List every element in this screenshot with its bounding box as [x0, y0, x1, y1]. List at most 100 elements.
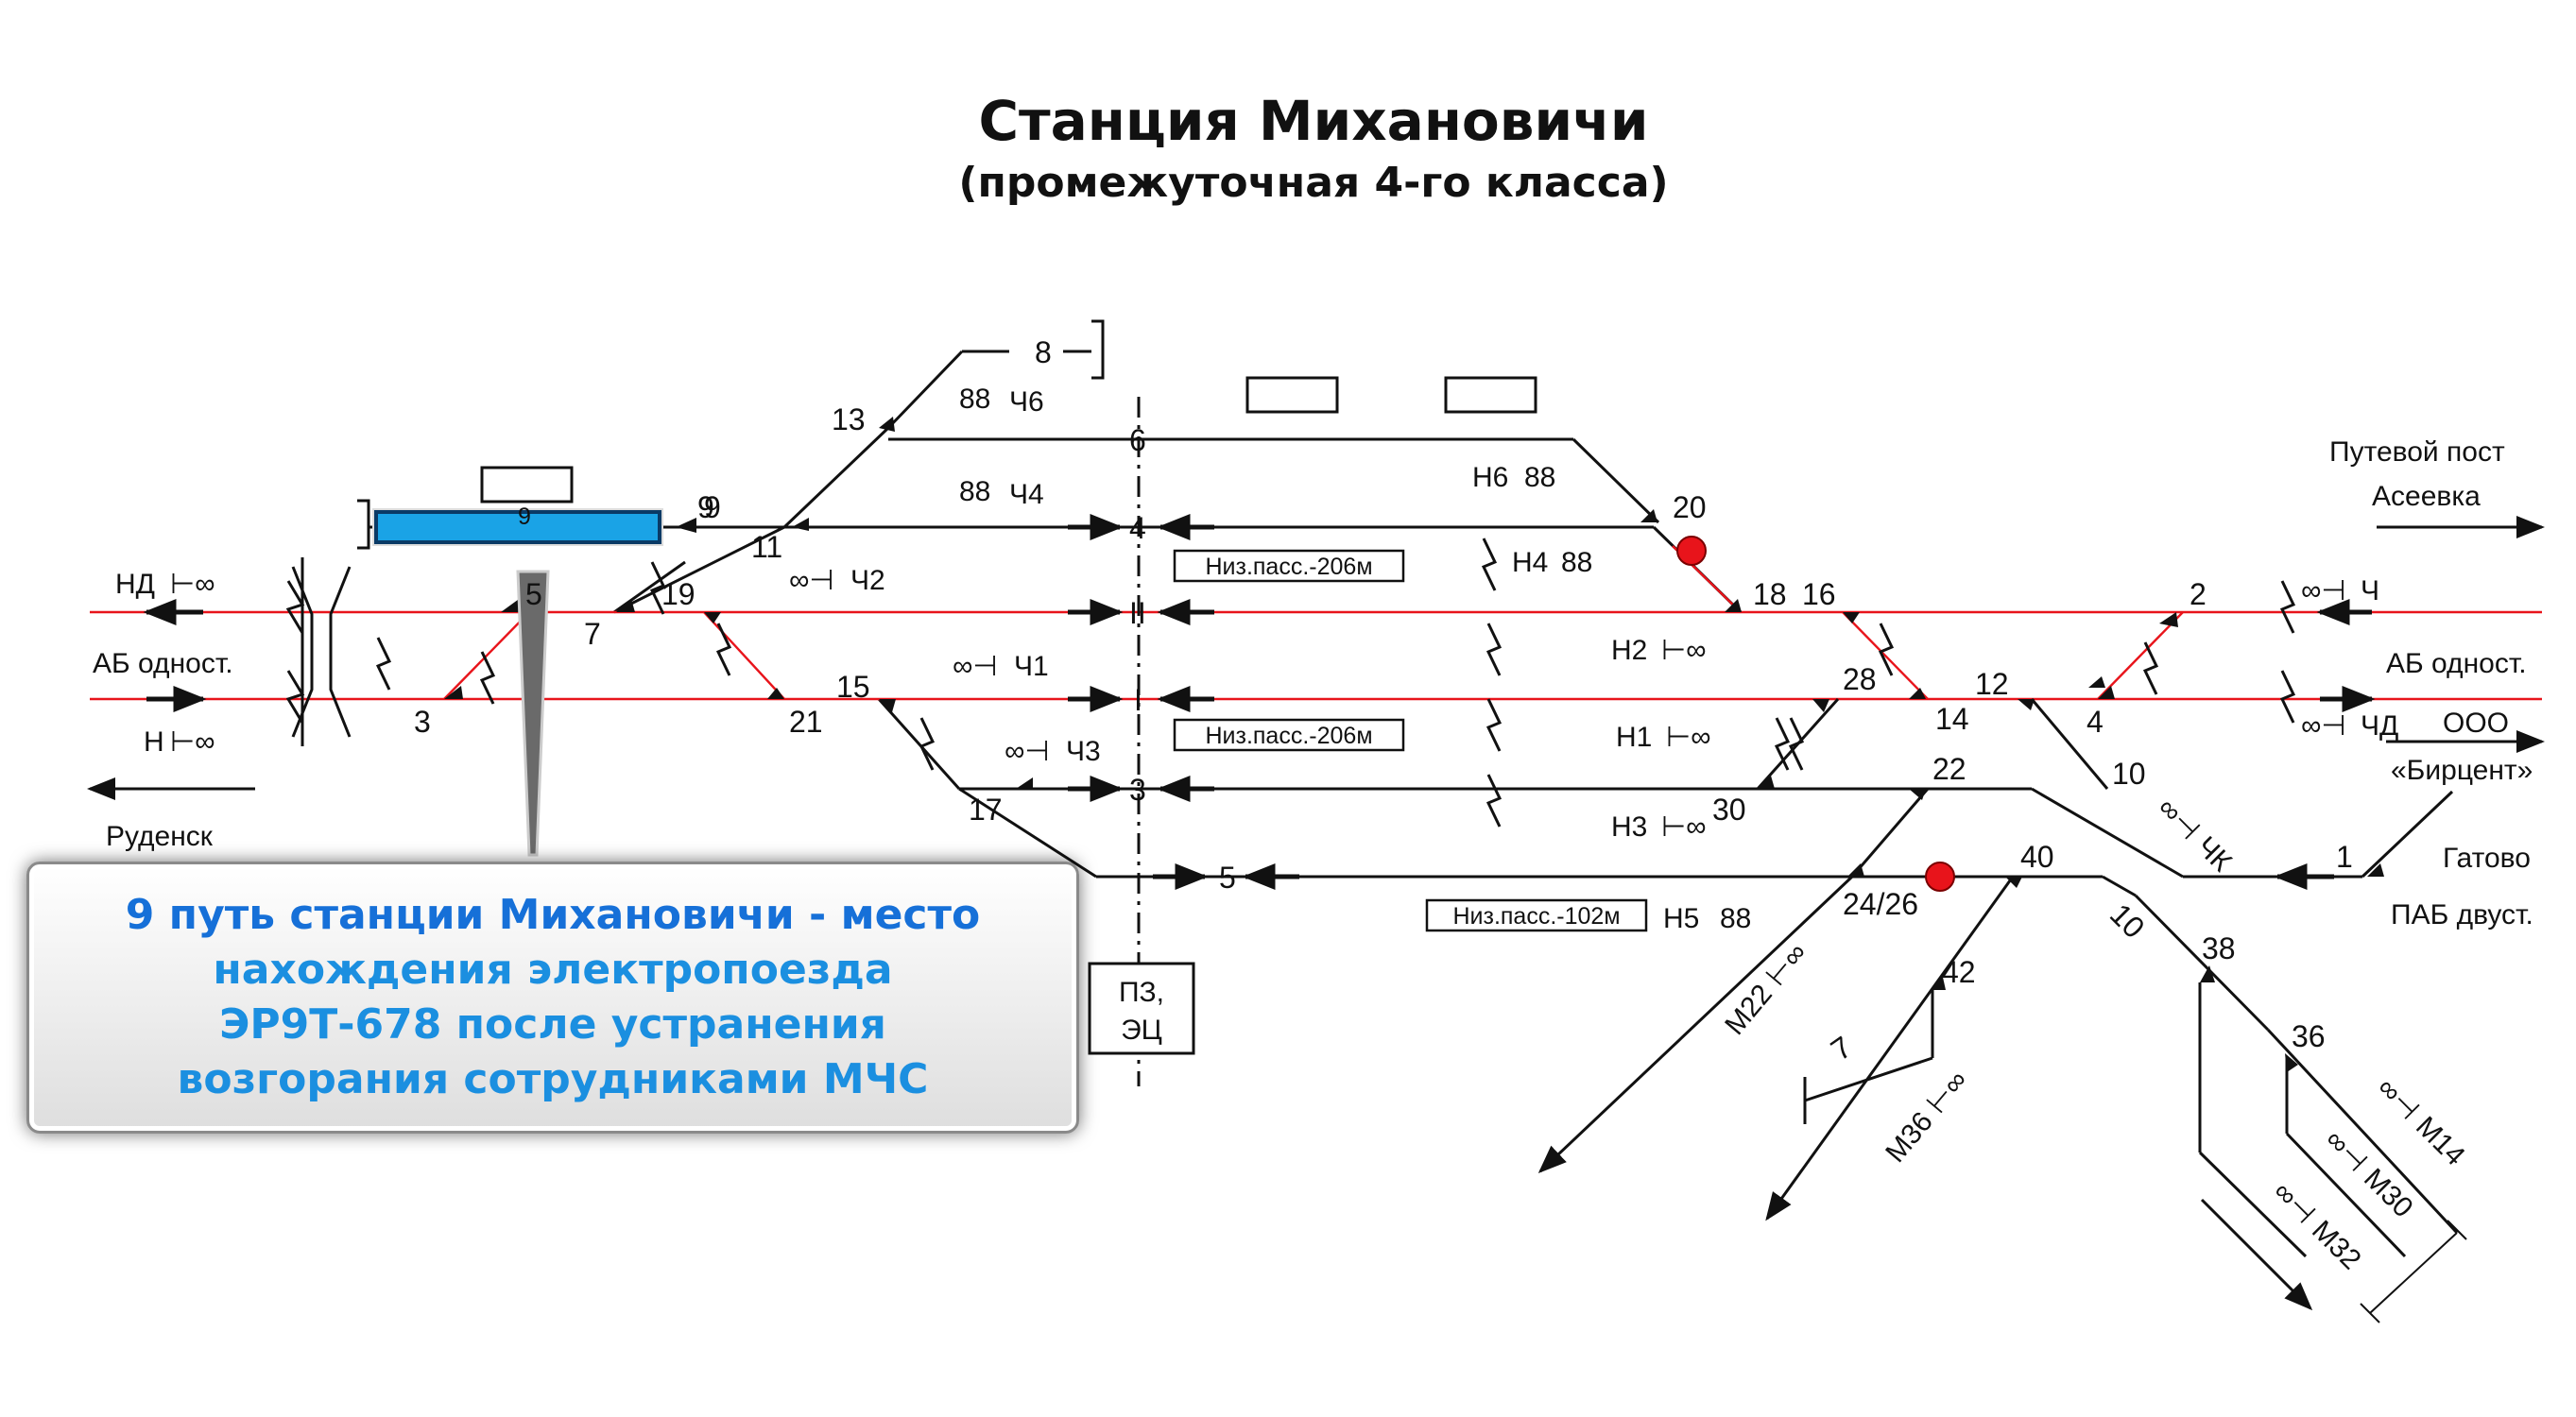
switch-5-label: 5 — [525, 577, 542, 611]
switch-38-point — [2200, 965, 2215, 982]
incident-callout: 9 путь станции Михановичи - место нахожд… — [26, 862, 1079, 1134]
train-track-label: 9 — [518, 504, 531, 530]
building-pz — [1088, 962, 1195, 1055]
connector-12-10 — [2031, 787, 2184, 879]
switch-14-label: 14 — [1935, 702, 1969, 736]
callout-pointer — [516, 570, 550, 857]
signal-n1-label: Н1 — [1616, 722, 1652, 753]
switch-17-label: 17 — [969, 793, 1003, 827]
connector-40-10 — [2102, 875, 2137, 897]
train-er9t-678: 9 — [357, 499, 663, 550]
signal-n3-label: Н3 — [1611, 811, 1647, 843]
connector-15-17 — [877, 697, 961, 791]
switch-24-26-label: 24/26 — [1843, 887, 1918, 921]
insulating-joints — [285, 538, 2296, 828]
switch-4-label: 4 — [2087, 705, 2104, 739]
signal-ch6-symbol: 88 — [959, 384, 990, 415]
joint-7 — [649, 561, 666, 615]
signal-chk-label: ЧК — [2190, 830, 2238, 878]
joint-4 — [2142, 641, 2159, 695]
track-1-label: 1 — [2336, 840, 2353, 874]
switch-5-point — [501, 597, 522, 612]
station-boundary — [291, 557, 352, 746]
signal-n2-label: Н2 — [1611, 635, 1647, 666]
joint-28 — [1788, 717, 1805, 771]
switch-9-point — [676, 518, 696, 533]
switch-3-point — [444, 686, 463, 699]
connector-17-5 — [958, 787, 1097, 879]
connector-13-11 — [782, 426, 890, 529]
switch-21-label: 21 — [789, 705, 823, 739]
branch-m32 — [2285, 1132, 2407, 1258]
signal-ch6-label: Ч6 — [1009, 386, 1044, 418]
switch-9-label: 9 — [697, 490, 714, 524]
switch-28-point — [1812, 699, 1829, 712]
signal-ch4: 88 Ч4 — [959, 476, 1044, 510]
signal-ch4-symbol: 88 — [959, 476, 990, 507]
crossover-22-24 — [1850, 788, 1930, 878]
switch-7-label: 7 — [584, 617, 601, 651]
signal-ch: ∞⊣ Ч — [2301, 575, 2379, 606]
pz-label-2: ЭЦ — [1121, 1015, 1162, 1046]
joint-n1 — [1485, 698, 1503, 752]
rudensk-label: Руденск — [106, 821, 214, 852]
switch-18-point — [1725, 599, 1742, 612]
pab-label: ПАБ двуст. — [2391, 899, 2533, 930]
signal-ch1-label: Ч1 — [1014, 651, 1049, 682]
ooo-label-1: ООО — [2443, 708, 2509, 739]
signal-n6-label: Н6 — [1472, 462, 1508, 493]
signal-n6: Н6 88 — [1472, 462, 1555, 493]
track-7-label: 7 — [1825, 1030, 1858, 1067]
signal-m32-symbol: ∞⊣ — [2267, 1176, 2321, 1230]
signal-n2-symbol: ⊢∞ — [1661, 635, 1707, 666]
branch-10 — [2134, 894, 2270, 1032]
switch-36-point — [2285, 1053, 2298, 1072]
gatovo-label: Гатово — [2443, 843, 2531, 874]
ab-right-label: АБ одност. — [2386, 648, 2527, 679]
signal-chd: ∞⊣ ЧД — [2301, 710, 2398, 742]
switch-15-label: 15 — [836, 670, 870, 704]
signal-n-symbol: ⊢∞ — [170, 726, 215, 758]
joint-n3 — [1485, 774, 1503, 828]
joint-ch — [2279, 580, 2296, 634]
signal-chd-label: ЧД — [2361, 710, 2398, 742]
switch-30-label: 30 — [1712, 793, 1746, 827]
signal-n5: Н5 88 — [1663, 903, 1751, 934]
signal-n2: Н2 ⊢∞ — [1611, 635, 1707, 666]
switch-7-point — [616, 599, 635, 612]
signal-ch3-symbol: ∞⊣ — [1005, 736, 1050, 767]
track-9-stop — [357, 499, 370, 550]
signal-n5-symbol: 88 — [1720, 903, 1751, 934]
switch-14-point — [1909, 688, 1926, 699]
track-8-label: 8 — [1035, 335, 1052, 369]
joint-chd — [2279, 670, 2296, 724]
signal-ch2-label: Ч2 — [850, 565, 885, 596]
area-labels: АБ одност. АБ одност. Руденск Путевой по… — [93, 436, 2533, 930]
switch-11-label: 11 — [751, 530, 782, 564]
signal-ch2: ∞⊣ Ч2 — [789, 565, 885, 596]
direction-arrows — [87, 516, 2545, 800]
signal-n3-symbol: ⊢∞ — [1661, 811, 1707, 843]
switch-2-point — [2159, 612, 2178, 627]
switch-38-label: 38 — [2202, 931, 2236, 965]
track-9-number: 9 — [704, 490, 721, 524]
platform-1-label: Низ.пасс.-206м — [1205, 723, 1372, 749]
stop-8 — [1091, 319, 1105, 380]
switch-4-point — [2098, 686, 2115, 699]
joint-3 — [375, 637, 392, 691]
switch-points — [444, 417, 2384, 1072]
signal-m32-label: М32 — [2306, 1215, 2367, 1276]
route-arrows — [143, 514, 2376, 890]
platforms: Низ.пасс.-206м Низ.пасс.-206м Низ.пасс.-… — [1173, 549, 1648, 932]
switch-15-point-tri — [879, 699, 896, 712]
callout-line-4: возгорания сотрудниками МЧС — [177, 1055, 929, 1103]
crossover-4-2 — [2097, 611, 2184, 700]
signal-ch6: 88 Ч6 — [959, 384, 1044, 418]
switch-20-point — [1640, 509, 1657, 522]
switch-13-label: 13 — [832, 402, 866, 436]
joint-19 — [715, 623, 732, 676]
building-6a — [1245, 376, 1339, 414]
switch-4b-point — [2088, 676, 2105, 688]
switch-12-point-tri — [2018, 699, 2035, 710]
building-6b — [1444, 376, 1537, 414]
